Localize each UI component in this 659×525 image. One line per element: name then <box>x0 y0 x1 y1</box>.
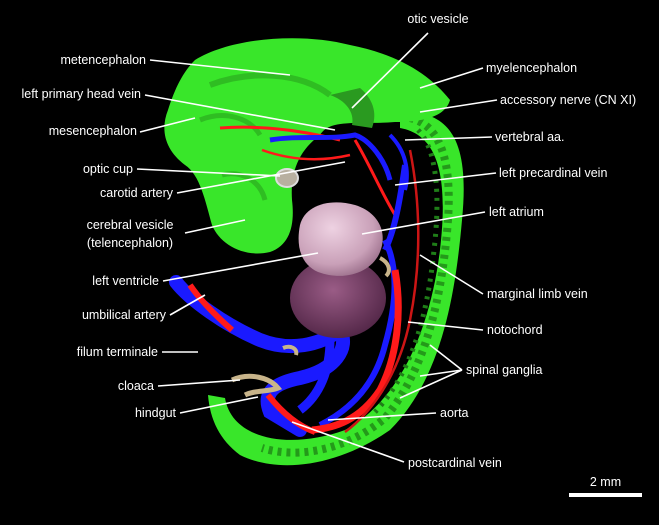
label-aorta: aorta <box>440 406 469 420</box>
label-carotid-artery: carotid artery <box>100 186 173 200</box>
label-optic-cup: optic cup <box>82 162 133 176</box>
label-notochord: notochord <box>487 323 543 337</box>
label-filum-terminale: filum terminale <box>76 345 158 359</box>
label-vertebral-aa: vertebral aa. <box>495 130 565 144</box>
arteries <box>187 149 420 435</box>
label-spinal-ganglia: spinal ganglia <box>466 363 543 377</box>
label-metencephalon: metencephalon <box>60 53 146 67</box>
label-otic-vesicle: otic vesicle <box>407 12 469 26</box>
label-telencephalon: (telencephalon) <box>86 236 174 250</box>
neural-tube <box>208 111 464 466</box>
label-left-atrium: left atrium <box>489 205 544 219</box>
head-vessels <box>219 125 409 216</box>
gut-fragment-2 <box>378 256 391 278</box>
label-left-primary-head-vein: left primary head vein <box>21 87 141 101</box>
scale-bar <box>569 493 642 497</box>
leader-lines <box>136 32 498 463</box>
gut-fragment <box>282 344 299 356</box>
label-marginal-limb-vein: marginal limb vein <box>487 287 588 301</box>
label-postcardinal-vein: postcardinal vein <box>408 456 502 470</box>
label-left-precardinal-vein: left precardinal vein <box>499 166 608 180</box>
label-myelencephalon: myelencephalon <box>486 61 578 75</box>
ventricle-shape <box>290 258 386 338</box>
label-left-ventricle: left ventricle <box>92 274 159 288</box>
atrium-shape <box>298 202 383 276</box>
label-cloaca: cloaca <box>117 379 154 393</box>
label-hindgut: hindgut <box>134 406 176 420</box>
cloaca-shape <box>230 373 283 398</box>
label-mesencephalon: mesencephalon <box>48 124 137 138</box>
label-umbilical-artery: umbilical artery <box>81 308 166 322</box>
label-accessory-nerve: accessory nerve (CN XI) <box>500 93 637 107</box>
scale-bar-label: 2 mm <box>589 475 622 489</box>
label-cerebral-vesicle: cerebral vesicle <box>86 218 174 232</box>
